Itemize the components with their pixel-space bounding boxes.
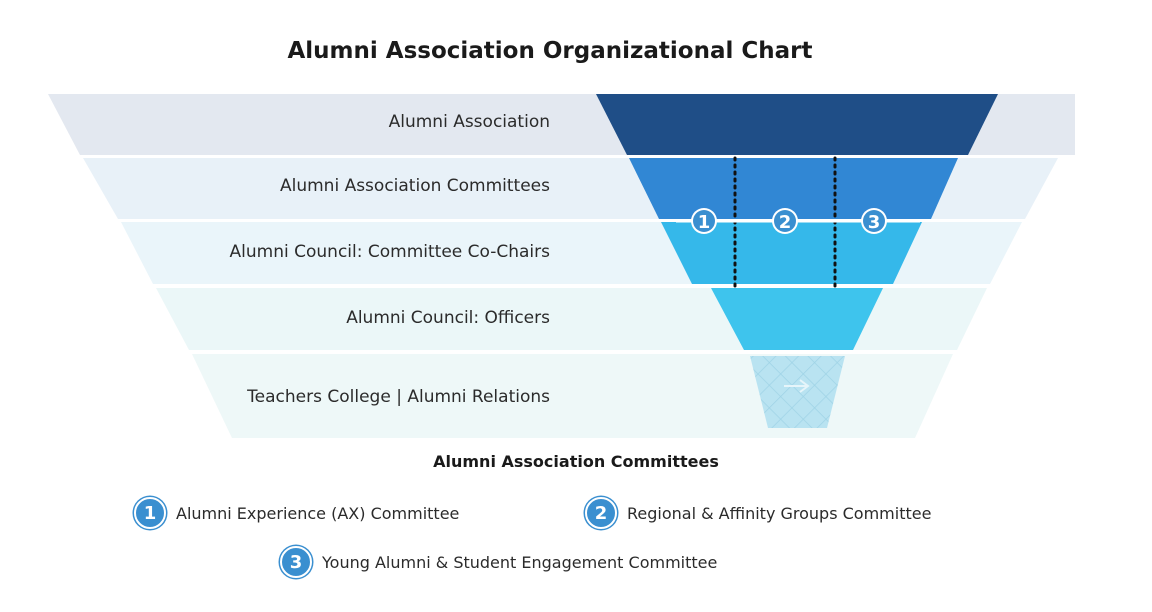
legend-label-2: Regional & Affinity Groups Committee bbox=[627, 503, 932, 523]
legend-heading: Alumni Association Committees bbox=[433, 452, 719, 471]
funnel-segment-co-chairs bbox=[661, 222, 922, 284]
legend-label-1: Alumni Experience (AX) Committee bbox=[176, 503, 460, 523]
legend-label-3: Young Alumni & Student Engagement Commit… bbox=[322, 552, 718, 572]
marker-1: 1 bbox=[691, 208, 717, 234]
funnel-segment-committees bbox=[629, 158, 958, 219]
marker-2: 2 bbox=[772, 208, 798, 234]
legend-item-2: 2 Regional & Affinity Groups Committee bbox=[585, 497, 931, 529]
funnel-segment-alumni-association bbox=[596, 94, 998, 155]
tier-label-co-chairs: Alumni Council: Committee Co-Chairs bbox=[229, 242, 550, 262]
tier-label-alumni-association: Alumni Association bbox=[388, 112, 550, 132]
tier-label-committees: Alumni Association Committees bbox=[279, 176, 550, 196]
chart-title: Alumni Association Organizational Chart bbox=[287, 38, 813, 64]
tier-label-alumni-relations: Teachers College | Alumni Relations bbox=[247, 387, 550, 407]
tier-label-officers: Alumni Council: Officers bbox=[346, 308, 550, 328]
funnel-segment-officers bbox=[711, 288, 883, 350]
marker-1-number: 1 bbox=[698, 212, 711, 233]
arrow-watermark-icon bbox=[784, 379, 810, 393]
legend-item-3: 3 Young Alumni & Student Engagement Comm… bbox=[280, 546, 717, 578]
funnel-segment-alumni-relations bbox=[750, 356, 845, 428]
legend-badge-1: 1 bbox=[134, 497, 166, 529]
marker-3-number: 3 bbox=[868, 212, 881, 233]
legend-item-1: 1 Alumni Experience (AX) Committee bbox=[134, 497, 459, 529]
marker-3: 3 bbox=[861, 208, 887, 234]
legend-badge-3: 3 bbox=[280, 546, 312, 578]
marker-2-number: 2 bbox=[779, 212, 792, 233]
legend-badge-2: 2 bbox=[585, 497, 617, 529]
